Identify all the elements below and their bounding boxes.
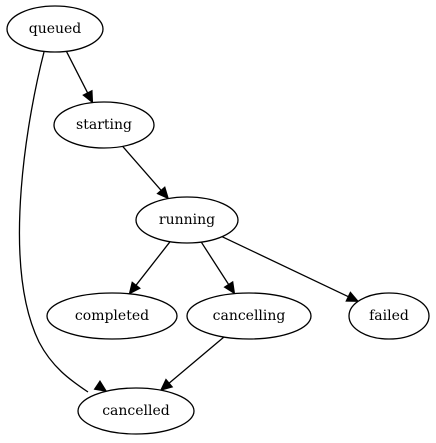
- node-ellipse-running: [135, 196, 239, 244]
- node-cancelling: cancelling: [186, 292, 312, 340]
- node-label-failed: failed: [369, 308, 409, 324]
- node-ellipse-cancelling: [186, 292, 312, 340]
- edge-queued-to-starting: [65, 51, 94, 104]
- node-label-running: running: [159, 212, 215, 228]
- node-label-queued: queued: [29, 21, 82, 37]
- edge-line-cancelling-to-cancelled: [167, 336, 225, 385]
- node-label-cancelling: cancelling: [213, 308, 286, 324]
- node-ellipse-cancelled: [77, 387, 195, 435]
- edge-line-queued-to-starting: [65, 51, 89, 94]
- node-label-starting: starting: [76, 117, 132, 133]
- edge-starting-to-running: [122, 145, 170, 200]
- node-starting: starting: [53, 101, 155, 149]
- node-label-completed: completed: [75, 308, 149, 324]
- node-running: running: [135, 196, 239, 244]
- node-cancelled: cancelled: [77, 387, 195, 435]
- node-failed: failed: [348, 292, 430, 340]
- edge-cancelling-to-cancelled: [159, 336, 225, 391]
- arrowhead-running-to-completed: [128, 281, 141, 295]
- node-ellipse-completed: [46, 292, 178, 340]
- node-label-cancelled: cancelled: [102, 403, 170, 419]
- edge-queued-to-cancelled: [18, 51, 108, 393]
- node-queued: queued: [6, 5, 104, 53]
- arrowhead-cancelling-to-cancelled: [159, 378, 174, 391]
- node-completed: completed: [46, 292, 178, 340]
- arrowhead-running-to-failed: [345, 291, 360, 302]
- node-ellipse-queued: [6, 5, 104, 53]
- edge-running-to-cancelling: [200, 241, 236, 295]
- edge-running-to-completed: [128, 241, 171, 295]
- nodes-layer: queued starting running completed cancelling…: [6, 5, 430, 435]
- arrowhead-queued-to-cancelled: [93, 380, 108, 392]
- edges-layer: [18, 51, 360, 393]
- edge-line-running-to-cancelling: [200, 241, 230, 286]
- edge-line-queued-to-cancelled: [18, 51, 89, 393]
- edge-running-to-failed: [221, 236, 360, 302]
- edge-line-running-to-failed: [221, 236, 350, 298]
- node-ellipse-starting: [53, 101, 155, 149]
- edge-line-running-to-completed: [134, 241, 171, 287]
- node-ellipse-failed: [348, 292, 430, 340]
- edge-line-starting-to-running: [122, 145, 163, 192]
- arrowhead-starting-to-running: [156, 186, 170, 200]
- arrowhead-queued-to-starting: [82, 89, 94, 104]
- arrowhead-running-to-cancelling: [223, 280, 236, 295]
